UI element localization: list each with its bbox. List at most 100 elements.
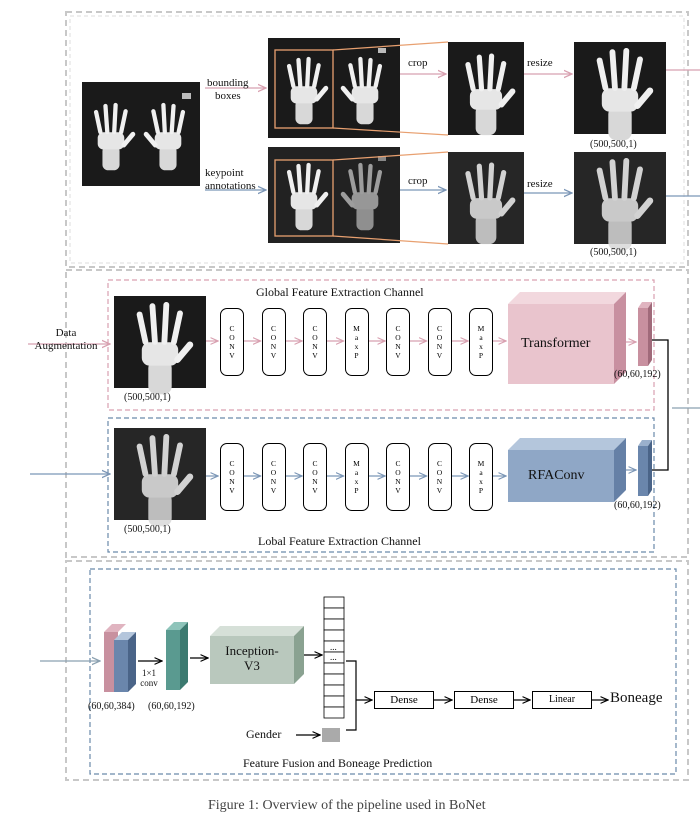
figure-caption: Figure 1: Overview of the pipeline used … xyxy=(208,798,486,813)
conv-layer-local-3: C O N V xyxy=(303,443,327,511)
middle-section-frame xyxy=(65,269,689,558)
fusion-title: Feature Fusion and Boneage Prediction xyxy=(243,756,433,770)
bbox-label: bounding boxes xyxy=(207,77,249,102)
conv-label-line1: 1×1 xyxy=(141,668,157,678)
vector-cell xyxy=(323,607,345,620)
inception-block xyxy=(210,626,304,684)
layer-label: C O N V xyxy=(229,324,235,360)
local-input-image xyxy=(114,428,206,527)
keypoint-xray-image xyxy=(268,147,400,243)
vector-cell xyxy=(323,695,345,708)
global-channel-frame xyxy=(107,279,655,411)
gender-label: Gender xyxy=(246,727,282,741)
conv-layer-global-6: C O N V xyxy=(427,308,452,376)
zoom-lines-bbox xyxy=(332,41,449,136)
fusion-frame xyxy=(89,568,677,775)
conv-layer-local-1: C O N V xyxy=(220,443,244,511)
concat-feature-map xyxy=(104,624,136,692)
augmentation-label-line2: Augmentation xyxy=(34,339,98,352)
vector-cell xyxy=(323,662,345,675)
maxpool-layer-local-7: M a x P xyxy=(469,443,493,511)
vector-cell xyxy=(323,706,345,719)
keypoint-label-line2: annotations xyxy=(205,179,256,192)
rfaconv-block xyxy=(508,438,626,502)
local-output-shape: (60,60,192) xyxy=(614,500,661,511)
layer-label: C O N V xyxy=(395,459,401,495)
conv-layer-global-3: C O N V xyxy=(303,308,327,376)
maxpool-layer-global-4: M a x P xyxy=(344,308,369,376)
crop-label-top: crop xyxy=(408,57,428,69)
local-feature-map xyxy=(638,440,652,496)
layer-label: C O N V xyxy=(395,324,401,360)
vector-cell xyxy=(323,684,345,697)
vector-dots-2: ... xyxy=(330,652,337,662)
local-channel-title: Lobal Feature Extraction Channel xyxy=(258,534,421,548)
resized-keypoint-image xyxy=(574,152,666,251)
bottom-section-frame xyxy=(65,560,689,781)
augmentation-label: Data Augmentation xyxy=(30,327,102,352)
bbox-xray-image xyxy=(268,38,400,138)
reduced-shape: (60,60,192) xyxy=(148,701,195,712)
global-input-image xyxy=(114,296,206,395)
conv-label: 1×1 conv xyxy=(136,668,162,689)
resized-bbox-image xyxy=(574,42,666,141)
conv-layer-global-1: C O N V xyxy=(220,308,244,376)
cropped-bbox-image xyxy=(448,42,524,136)
conv-layer-local-5: C O N V xyxy=(386,443,410,511)
vector-cell xyxy=(323,618,345,631)
vector-cell xyxy=(323,596,345,609)
layer-label: C O N V xyxy=(229,459,235,495)
zoom-lines-keypoint xyxy=(332,151,449,245)
vector-cell xyxy=(323,629,345,642)
feature-vector xyxy=(323,596,345,719)
local-channel-frame xyxy=(107,417,655,553)
keypoint-label: keypoint annotations xyxy=(205,167,256,192)
augmentation-label-line1: Data xyxy=(55,327,77,339)
layer-label: C O N V xyxy=(312,459,318,495)
global-output-shape: (60,60,192) xyxy=(614,369,661,380)
dense-box-1: Dense xyxy=(374,691,434,709)
global-input-shape: (500,500,1) xyxy=(124,392,171,403)
inception-label-line1: Inception- xyxy=(225,643,279,658)
fusion-bracket xyxy=(652,339,669,471)
reduced-feature-map xyxy=(166,622,188,690)
cropped-keypoint-image xyxy=(448,152,524,245)
layer-label: C O N V xyxy=(270,459,277,495)
layer-label: C O N V xyxy=(436,324,443,360)
vector-dots-1: ... xyxy=(330,642,337,652)
concat-shape: (60,60,384) xyxy=(88,701,135,712)
global-feature-map xyxy=(638,302,652,366)
conv-layer-global-5: C O N V xyxy=(386,308,410,376)
conv-layer-local-6: C O N V xyxy=(427,443,452,511)
layer-label: C O N V xyxy=(312,324,318,360)
layer-label: C O N V xyxy=(270,324,277,360)
conv-layer-local-2: C O N V xyxy=(261,443,286,511)
top-section-frame xyxy=(65,11,689,268)
boneage-output-label: Boneage xyxy=(610,690,663,706)
linear-box: Linear xyxy=(532,691,592,709)
global-channel-title: Global Feature Extraction Channel xyxy=(256,285,424,299)
inception-label: Inception- V3 xyxy=(212,643,292,674)
transformer-label: Transformer xyxy=(521,336,591,351)
layer-label: M a x P xyxy=(477,324,485,360)
layer-label: M a x P xyxy=(353,459,360,495)
vector-cell xyxy=(323,673,345,686)
bbox-label-line1: bounding xyxy=(207,77,249,89)
resize-label-top: resize xyxy=(527,57,553,69)
bbox-label-line2: boxes xyxy=(215,89,241,102)
layer-label: M a x P xyxy=(353,324,360,360)
local-input-shape: (500,500,1) xyxy=(124,524,171,535)
layer-label: M a x P xyxy=(477,459,485,495)
rfaconv-label: RFAConv xyxy=(528,468,585,483)
resize-label-bottom: resize xyxy=(527,178,553,190)
inception-label-line2: V3 xyxy=(244,657,260,673)
dense-box-2: Dense xyxy=(454,691,514,709)
conv-layer-global-2: C O N V xyxy=(261,308,286,376)
resized-shape-bottom: (500,500,1) xyxy=(590,247,637,258)
resized-shape-top: (500,500,1) xyxy=(590,139,637,150)
maxpool-layer-global-7: M a x P xyxy=(469,308,493,376)
conv-label-line2: conv xyxy=(140,678,158,689)
original-xray-image xyxy=(82,82,200,186)
keypoint-label-line1: keypoint xyxy=(205,167,244,179)
